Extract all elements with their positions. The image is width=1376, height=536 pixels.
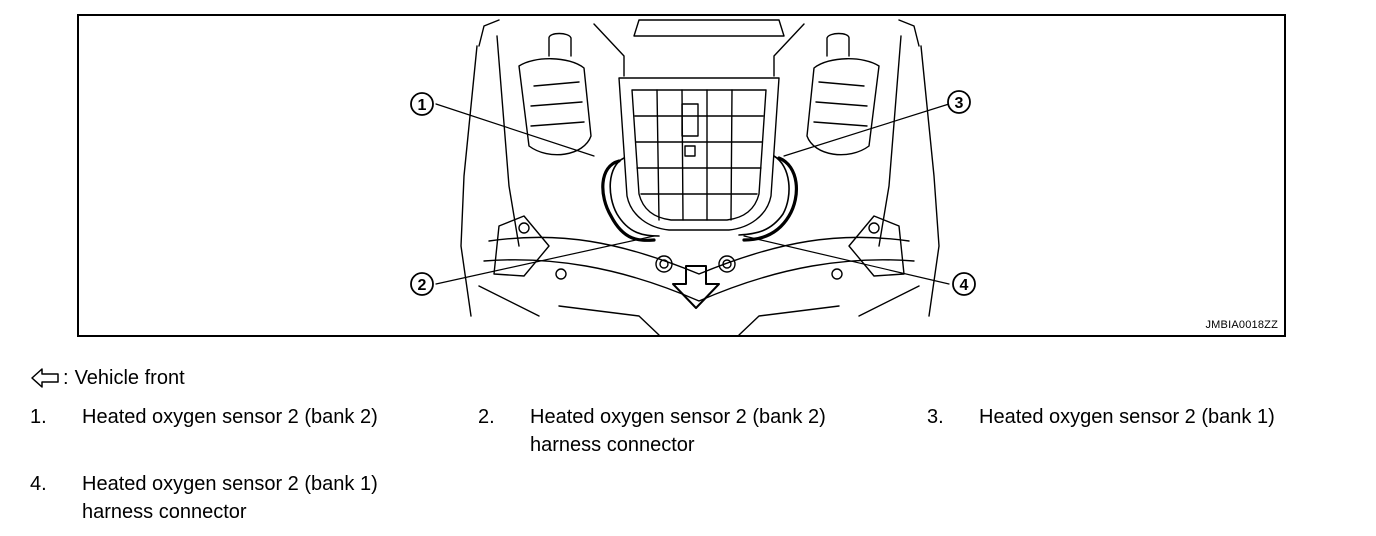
- item-number: 3.: [927, 406, 944, 428]
- callout-3: 3: [947, 90, 971, 114]
- component-location-figure: 1 2 3 4 JMBIA0018ZZ: [77, 14, 1286, 337]
- vehicle-front-legend: : Vehicle front: [30, 364, 185, 392]
- item-number: 2.: [478, 406, 495, 428]
- item-text: Heated oxygen sensor 2 (bank 2): [530, 406, 826, 428]
- callout-4: 4: [952, 272, 976, 296]
- svg-text:3: 3: [955, 95, 964, 112]
- item-number: 4.: [30, 473, 47, 495]
- svg-text:2: 2: [418, 277, 427, 294]
- legend-symbol: :: [63, 366, 69, 389]
- svg-text:4: 4: [960, 277, 969, 294]
- item-text: Heated oxygen sensor 2 (bank 2): [82, 406, 378, 428]
- svg-text:1: 1: [418, 97, 427, 114]
- item-text: Heated oxygen sensor 2 (bank 1): [82, 473, 378, 495]
- underbody-illustration: 1 2 3 4: [410, 19, 976, 335]
- item-text: Heated oxygen sensor 2 (bank 1): [979, 406, 1275, 428]
- callout-2: 2: [410, 272, 434, 296]
- figure-code: JMBIA0018ZZ: [1205, 319, 1278, 331]
- legend-label: Vehicle front: [74, 366, 185, 389]
- vehicle-front-arrow-icon: [31, 368, 59, 388]
- item-text-line2: harness connector: [530, 434, 695, 456]
- item-number: 1.: [30, 406, 47, 428]
- callout-1: 1: [410, 92, 434, 116]
- item-text-line2: harness connector: [82, 501, 247, 523]
